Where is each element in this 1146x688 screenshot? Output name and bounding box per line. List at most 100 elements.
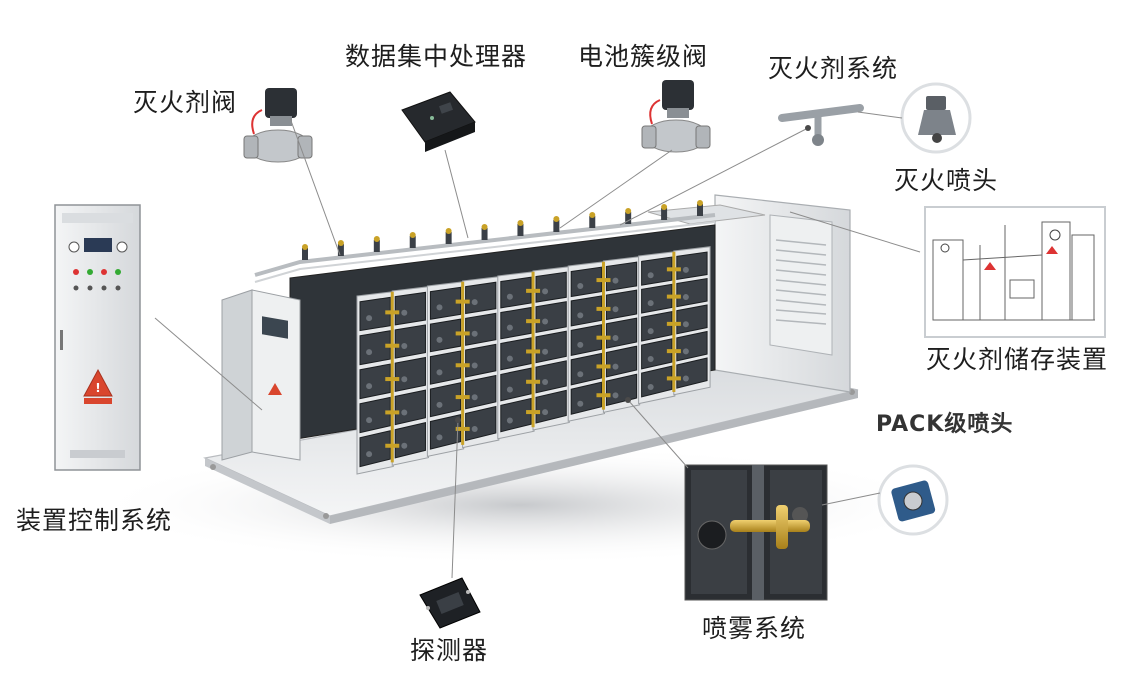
module-port [577, 400, 584, 407]
leader-dots [455, 125, 811, 423]
module-port [436, 434, 443, 441]
battery-module [465, 281, 497, 315]
module-port [647, 328, 654, 335]
panel-meter [116, 241, 128, 253]
battery-module [641, 283, 673, 314]
module-port [471, 362, 478, 369]
control-cabinet-side [221, 289, 253, 461]
module-port [577, 341, 584, 348]
rail-valve-cap [517, 220, 524, 226]
rail-valve-cap [661, 204, 668, 210]
module-port [366, 417, 373, 424]
battery-module [535, 360, 567, 394]
brass-tee [455, 331, 470, 336]
module-port [506, 293, 513, 300]
battery-module [570, 295, 602, 327]
rail-valve-cap [697, 200, 703, 206]
brass-tee [666, 267, 681, 272]
agent-pipe-icon [778, 104, 864, 146]
battery-module [535, 389, 567, 424]
battery-module [429, 286, 462, 320]
battery-module [500, 397, 532, 433]
battery-module [465, 343, 497, 378]
module-port [647, 383, 654, 390]
rail-valve [409, 236, 416, 248]
rail-valve [625, 212, 632, 224]
module-port [612, 363, 619, 370]
panel-lamp [115, 269, 121, 275]
module-port [436, 304, 443, 311]
detector-icon [419, 577, 481, 629]
spray-system-photo [684, 464, 828, 601]
label-control-system: 装置控制系统 [16, 506, 173, 535]
module-port [506, 324, 513, 331]
brass-tee [666, 349, 681, 354]
battery-module [500, 337, 532, 371]
rail-valve [517, 224, 524, 236]
module-port [542, 348, 549, 355]
battery-module [465, 374, 497, 410]
module-port [471, 394, 478, 401]
brass-tee [385, 310, 400, 315]
module-port [612, 392, 619, 399]
brass-tee [526, 410, 541, 415]
module-port [612, 334, 619, 341]
brass-tee [596, 278, 611, 283]
module-port [471, 425, 478, 432]
module-port [506, 355, 513, 362]
panel-switch [73, 285, 79, 291]
rail-valve-cap [481, 224, 488, 230]
brass-tee [666, 321, 681, 326]
module-port [542, 378, 549, 385]
container-floor-side [330, 390, 858, 524]
panel-switch [101, 285, 107, 291]
battery-module [676, 251, 708, 281]
container-floor-edge [205, 458, 330, 524]
brass-tee [455, 395, 470, 400]
brass-tee [596, 393, 611, 398]
battery-racks [356, 246, 711, 475]
module-port [682, 294, 689, 301]
rail-valve [302, 248, 308, 260]
panel-handle [60, 330, 63, 350]
module-port [436, 336, 443, 343]
battery-module [359, 396, 391, 434]
module-port [542, 409, 549, 416]
module-port [401, 343, 408, 350]
battery-module [394, 422, 426, 459]
brass-tee [385, 410, 400, 415]
module-port [366, 451, 373, 458]
rail-valve-cap [445, 228, 452, 234]
pack-nozzle-icon [877, 464, 949, 536]
module-port [577, 371, 584, 378]
floor-foot [323, 513, 329, 519]
rail-valves [302, 200, 703, 260]
rail-valve [697, 204, 703, 216]
leader-lines [154, 111, 921, 579]
label-pack-nozzle: PACK级喷头 [876, 412, 1014, 437]
battery-module [394, 389, 426, 426]
module-port [506, 386, 513, 393]
module-port [471, 330, 478, 337]
panel-nameplate [62, 213, 133, 223]
rail-valve-cap [553, 216, 560, 222]
battery-module [429, 350, 462, 385]
module-port [366, 315, 373, 322]
module-port [436, 369, 443, 376]
warning-strip [84, 398, 112, 404]
module-port [577, 282, 584, 289]
top-pipe-rail [254, 213, 716, 277]
battery-module [394, 324, 426, 359]
panel-switch [115, 285, 121, 291]
rail-valve [445, 232, 452, 244]
rail-valve [661, 208, 668, 220]
module-port [401, 376, 408, 383]
brass-tee [596, 306, 611, 311]
brass-tee [596, 364, 611, 369]
floor-foot [210, 464, 216, 470]
battery-module [429, 413, 462, 450]
brass-tee [526, 288, 541, 293]
battery-module [535, 301, 567, 333]
brass-tee [385, 443, 400, 448]
